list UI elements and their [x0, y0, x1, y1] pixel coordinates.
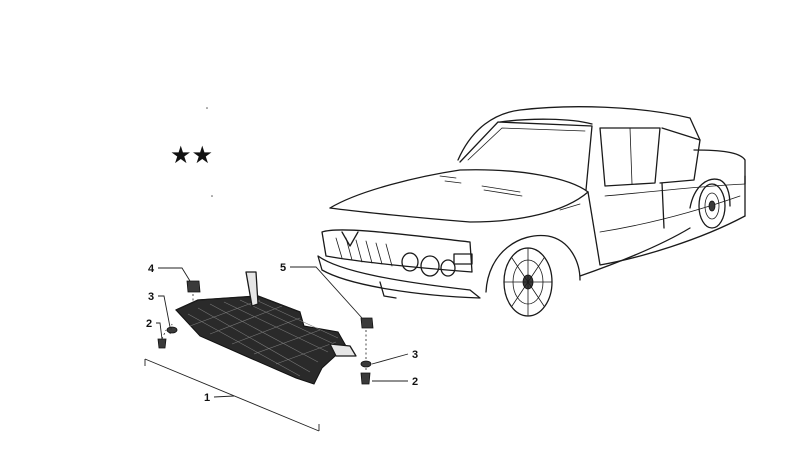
callout-2-right: 2	[412, 376, 418, 388]
hardware-right	[360, 317, 374, 385]
screw-2-right	[360, 372, 371, 385]
marker-stars: ★★	[170, 141, 213, 169]
callouts: 4 3 2 5 3 2 1	[146, 262, 418, 404]
callout-4: 4	[148, 263, 155, 275]
screw-2-left	[157, 338, 167, 349]
scan-speck	[206, 107, 208, 109]
scan-speck	[211, 195, 213, 197]
car-illustration	[317, 106, 746, 317]
washer-3-right	[360, 360, 372, 368]
callout-3-right: 3	[412, 349, 418, 361]
washer-3-left	[166, 326, 178, 334]
underbody-plate	[175, 271, 357, 385]
callout-1: 1	[204, 392, 210, 404]
callout-3-left: 3	[148, 291, 154, 303]
clip-nut-4	[186, 280, 201, 293]
callout-2-left: 2	[146, 318, 152, 330]
hardware-left	[157, 280, 201, 349]
leader-lines	[144, 266, 409, 432]
callout-5: 5	[280, 262, 286, 274]
clip-nut-5	[360, 317, 374, 329]
